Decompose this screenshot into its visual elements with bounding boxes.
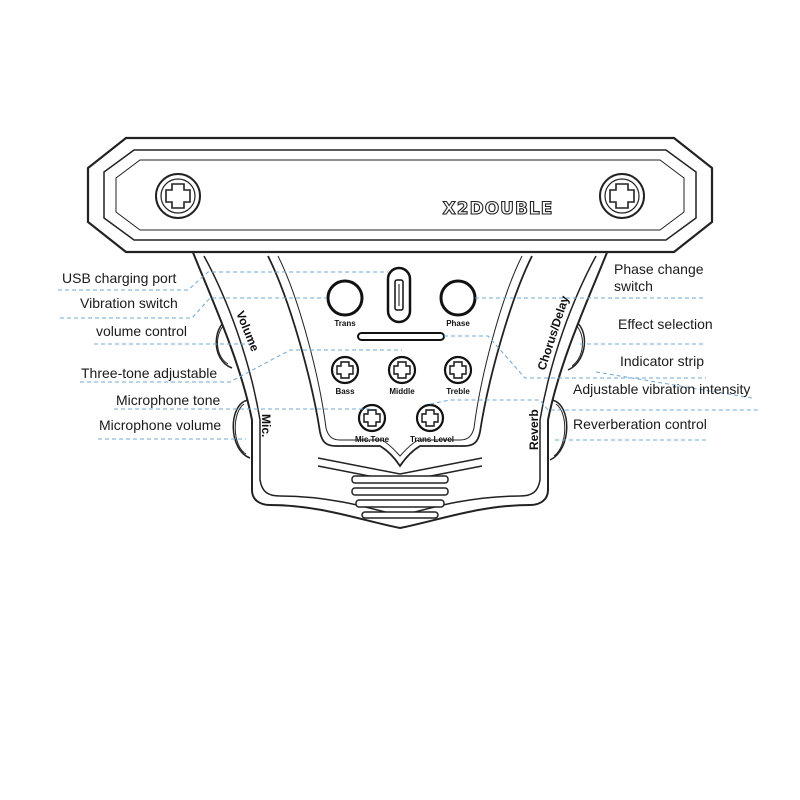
reverb-wheel: [549, 399, 568, 461]
middle-label: Middle: [389, 387, 415, 396]
reverb-wheel-label: Reverb: [527, 409, 541, 450]
ridge-3: [355, 499, 445, 508]
middle-knob[interactable]: [387, 355, 417, 385]
trans-label: Trans: [334, 319, 356, 328]
trans-button[interactable]: [326, 279, 364, 317]
phase-button[interactable]: [439, 279, 477, 317]
ridge-4: [361, 511, 439, 519]
callout-three-tone: Three-tone adjustable: [81, 365, 217, 381]
callout-mic-volume: Microphone volume: [99, 417, 221, 433]
callout-effect: Effect selection: [618, 316, 713, 332]
treble-label: Treble: [446, 387, 470, 396]
callout-mic-tone: Microphone tone: [116, 392, 221, 408]
leader-lines: [58, 271, 760, 441]
usb-port[interactable]: [386, 266, 412, 324]
callout-phase-line2: switch: [614, 278, 653, 294]
callout-vibration-intensity: Adjustable vibration intensity: [573, 381, 750, 397]
trans-level-knob[interactable]: [415, 403, 445, 433]
ridge-2: [351, 487, 449, 496]
callout-indicator: Indicator strip: [620, 353, 704, 369]
treble-knob[interactable]: [443, 355, 473, 385]
indicator-strip: [357, 332, 445, 341]
callout-vibration-switch: Vibration switch: [80, 295, 178, 311]
brand-logo: X2DOUBLE: [443, 199, 554, 219]
callout-usb: USB charging port: [62, 270, 177, 286]
top-bar: X2DOUBLE: [86, 136, 714, 254]
bass-label: Bass: [335, 387, 355, 396]
trans-level-label: Trans Level: [410, 435, 454, 444]
left-screw-icon: [155, 173, 201, 219]
mic-tone-knob[interactable]: [357, 403, 387, 433]
mic-tone-label: Mic.Tone: [355, 435, 390, 444]
ridge-1: [351, 475, 449, 484]
callout-volume-control: volume control: [96, 323, 187, 339]
bass-knob[interactable]: [330, 355, 360, 385]
callout-reverb: Reverberation control: [573, 416, 707, 432]
device-body: [190, 249, 610, 530]
phase-label: Phase: [446, 319, 470, 328]
mic-wheel-label: Mic.: [259, 414, 273, 437]
right-screw-icon: [599, 173, 645, 219]
mic-wheel: [232, 399, 251, 459]
callout-phase-line1: Phase change: [614, 261, 704, 277]
